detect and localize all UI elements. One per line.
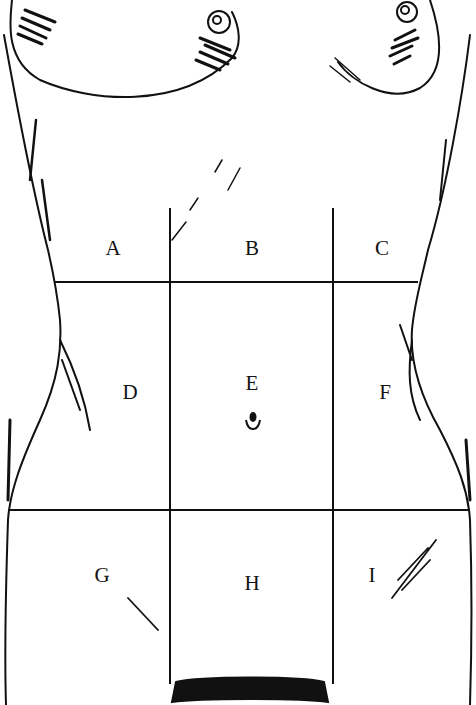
breast-outline: [338, 0, 439, 94]
shading-hatch: [8, 420, 470, 500]
shading-hatch: [330, 58, 360, 82]
region-letter: E: [244, 372, 261, 395]
region-line: [332, 208, 334, 684]
region-letter: C: [373, 237, 391, 260]
region-letter: H: [242, 572, 261, 595]
shading-hatch: [172, 160, 240, 240]
region-letter: A: [103, 237, 122, 260]
shading-hatch: [400, 325, 420, 420]
nipple: [401, 6, 409, 14]
navel: [250, 412, 257, 422]
body-outline: [4, 35, 60, 705]
pubic-hair: [172, 678, 328, 703]
shading-hatch: [390, 30, 418, 64]
region-line: [169, 208, 171, 684]
breast-outline: [10, 0, 238, 97]
groin-line: [128, 540, 436, 630]
body-outline: [412, 35, 472, 705]
region-line: [55, 281, 418, 283]
region-letter: G: [92, 564, 111, 587]
nipple: [397, 2, 417, 22]
nipple: [208, 11, 230, 33]
shading-hatch: [30, 120, 50, 240]
nipple: [213, 16, 221, 24]
region-letter: D: [120, 381, 139, 404]
shading-hatch: [60, 140, 446, 430]
region-letter: F: [377, 381, 393, 404]
region-letter: I: [367, 564, 378, 587]
region-letter: B: [243, 237, 261, 260]
region-line: [8, 509, 470, 511]
shading-hatch: [18, 10, 235, 70]
